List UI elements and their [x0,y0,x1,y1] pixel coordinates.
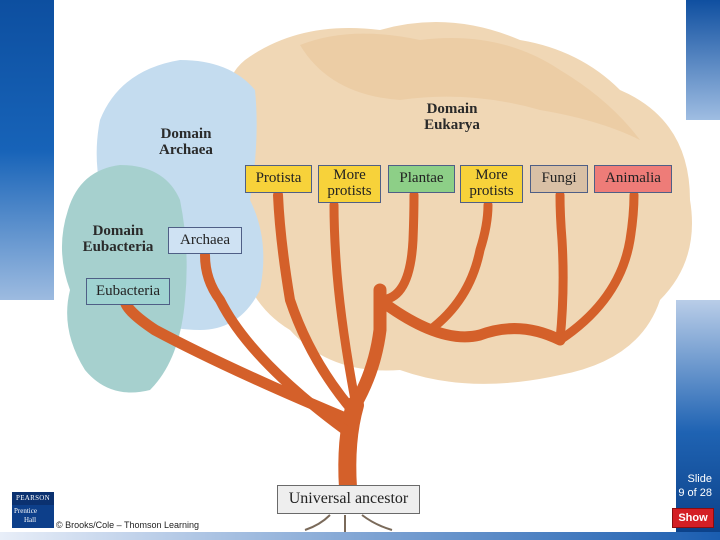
branch-protista [273,190,357,415]
slide-counter: Slide 9 of 28 [678,472,712,501]
domain-eukarya-line1: Domain [426,101,478,117]
domain-eukarya-line2: Eukarya [424,116,480,133]
logo-line2: Hall [24,516,37,524]
domain-archaea-label: Domain Archaea [150,126,222,159]
show-button[interactable]: Show [672,508,714,528]
roots [304,514,393,532]
domain-eubacteria-line1: Domain [92,223,144,239]
box-protista: Protista [245,165,312,193]
branch-animalia [555,190,639,345]
box-universal-ancestor: Universal ancestor [277,485,420,514]
branch-plantae [375,190,419,305]
branch-more-protists-2 [425,200,493,335]
domain-archaea-line2: Archaea [159,141,213,158]
eukarya-canopy [221,22,692,384]
right-decor-band [676,300,720,540]
branch-more-protists-1 [329,200,360,405]
box-animalia-label: Animalia [605,170,661,187]
universal-ancestor-label: Universal ancestor [288,490,409,508]
slide-number: 9 of 28 [678,487,712,500]
domain-eukarya-label: Domain Eukarya [412,101,492,134]
branch-eukarya-right [374,294,566,346]
box-fungi-label: Fungi [541,170,577,187]
box-more-protists-2: More protists [460,165,523,203]
box-animalia: Animalia [594,165,672,193]
box-eubacteria-label: Eubacteria [95,282,161,299]
box-more-protists-2-line1: More [475,167,508,184]
copyright-text: © Brooks/Cole – Thomson Learning [56,520,200,530]
box-more-protists-2-line2: protists [469,183,514,199]
pearson-prentice-hall-logo: PEARSON Prentice Hall [12,492,54,528]
domain-eubacteria-label: Domain Eubacteria [76,223,160,256]
box-plantae: Plantae [388,165,455,193]
branch-fungi [555,190,568,345]
right-decor-band-top [686,0,720,120]
tree-branches [119,190,639,497]
box-eubacteria: Eubacteria [86,278,170,305]
box-more-protists-1: More protists [318,165,381,203]
domain-archaea-line1: Domain [160,126,212,142]
box-more-protists-1-line1: More [333,167,366,184]
left-decor-band [0,0,54,300]
box-plantae-label: Plantae [399,170,444,187]
box-fungi: Fungi [530,165,588,193]
logo-line1: Prentice [14,507,37,515]
bottom-decor-bar [0,532,720,540]
logo-pearson-text: PEARSON [12,492,54,505]
box-more-protists-1-line2: protists [327,183,372,199]
box-protista-label: Protista [255,170,302,187]
domain-eubacteria-line2: Eubacteria [82,238,154,255]
branch-archaea [200,250,350,435]
box-archaea-label: Archaea [180,231,230,248]
slide-label: Slide [687,473,712,485]
box-archaea: Archaea [168,227,242,254]
logo-prentice-hall: Prentice Hall [14,507,52,525]
